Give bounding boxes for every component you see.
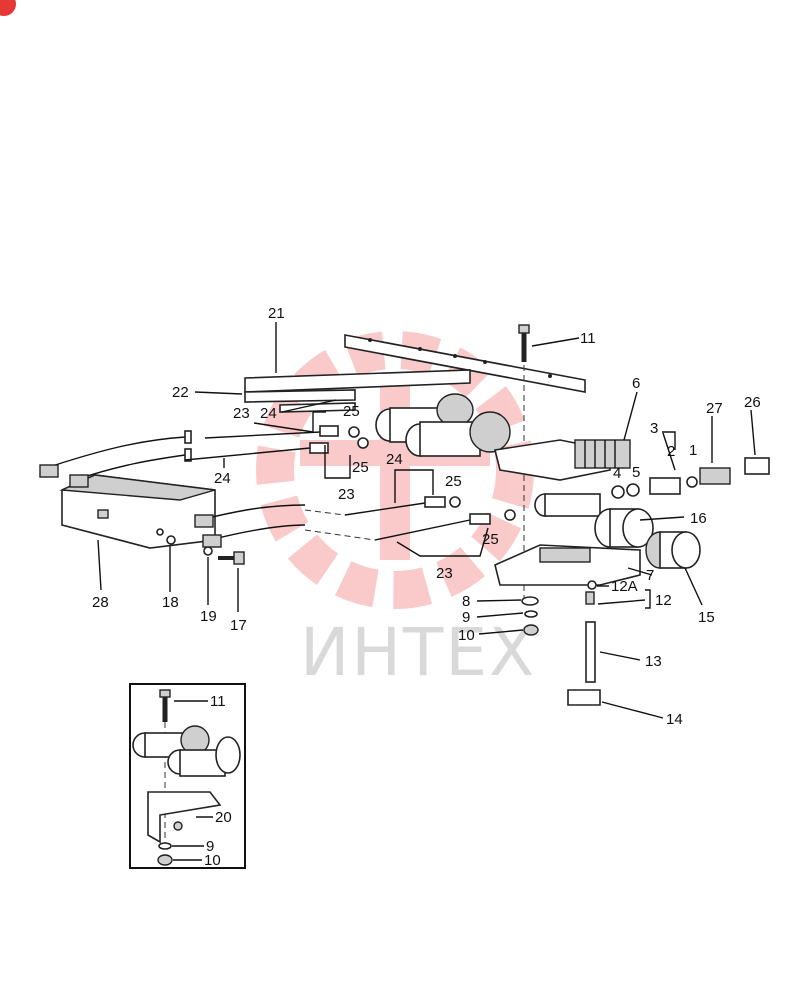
fitting-part-26 [744,457,770,475]
plate-part-22 [244,389,356,403]
callout-9: 9 [462,609,470,626]
callout-26: 26 [744,394,761,411]
callout-4: 4 [613,465,621,482]
callout-19: 19 [200,608,217,625]
oring-part-25-c [449,496,461,508]
callout-14: 14 [666,711,683,728]
callout-3: 3 [650,420,658,437]
callout-23-mid: 23 [338,486,355,503]
ring-part-4 [611,485,625,499]
watermark-text: ИНТЕХ [300,614,536,691]
callout-21: 21 [268,305,285,322]
inset-valve-body [132,725,241,777]
callout-8: 8 [462,593,470,610]
ring-part-5 [626,483,640,497]
hose-part-23 [39,430,192,488]
callout-27: 27 [706,400,723,417]
callout-25-right: 25 [445,473,462,490]
inset-washer-part-9 [158,842,172,850]
cap-part-16 [594,508,654,548]
callout-11: 11 [580,330,596,347]
callout-15: 15 [698,609,715,626]
washer-part-9 [524,610,538,618]
inset-callout-11: 11 [210,693,226,710]
plate-part-21 [244,334,586,393]
rod-part-13 [585,621,596,683]
callout-25-low: 25 [482,531,499,548]
coupler-part-6 [494,439,631,481]
nut-part-10 [523,624,539,636]
hose-part-23-lower [194,496,491,548]
callout-25-top: 25 [343,403,360,420]
callout-13: 13 [645,653,662,670]
fitting-part-27 [699,467,731,485]
plate-part-22-lower [279,402,356,413]
callout-12a: 12A [611,578,638,595]
oring-part-25-b [357,437,369,449]
washer-part-8 [521,596,539,606]
inset-callout-10: 10 [204,852,221,869]
cap-part-15 [645,531,701,569]
callout-6: 6 [632,375,640,392]
inset-nut-part-10 [157,854,173,866]
corner-badge-icon [0,0,16,16]
inset-bolt-part-11 [159,689,171,722]
inset-callout-9: 9 [206,838,214,855]
inset-bracket-part-20 [147,791,222,844]
leader-lines [97,322,756,719]
callout-16: 16 [690,510,707,527]
block-part-7 [494,544,641,586]
callout-17: 17 [230,617,247,634]
fitting-part-2 [649,476,698,495]
callout-22: 22 [172,384,189,401]
callout-24-top: 24 [260,405,277,422]
callout-24-mid: 24 [386,451,403,468]
nipple-part [534,493,601,517]
callout-12: 12 [655,592,672,609]
callout-10: 10 [458,627,475,644]
callout-5: 5 [632,464,640,481]
callout-23-top: 23 [233,405,250,422]
inset-callout-20: 20 [215,809,232,826]
callout-7: 7 [646,567,654,584]
ring-part-18 [166,535,176,545]
inset-frame [129,683,246,869]
oring-part-25-d [504,509,516,521]
callout-24-left: 24 [214,470,231,487]
callout-28: 28 [92,594,109,611]
ring-part-19 [203,546,213,556]
callout-23-low: 23 [436,565,453,582]
bracket-part-14 [567,689,601,706]
screw-part-17 [218,551,245,565]
hose-part-24 [184,425,339,461]
callout-2: 2 [667,443,675,460]
callout-18: 18 [162,594,179,611]
control-box-part-28 [59,474,216,549]
bolt-part-11 [518,324,530,362]
clip-part-12a [587,580,597,590]
oring-part-25-a [348,426,360,438]
callout-25-mid: 25 [352,459,369,476]
callout-1: 1 [689,442,697,459]
valve-body [375,393,511,457]
bolt-part-12 [585,591,595,605]
